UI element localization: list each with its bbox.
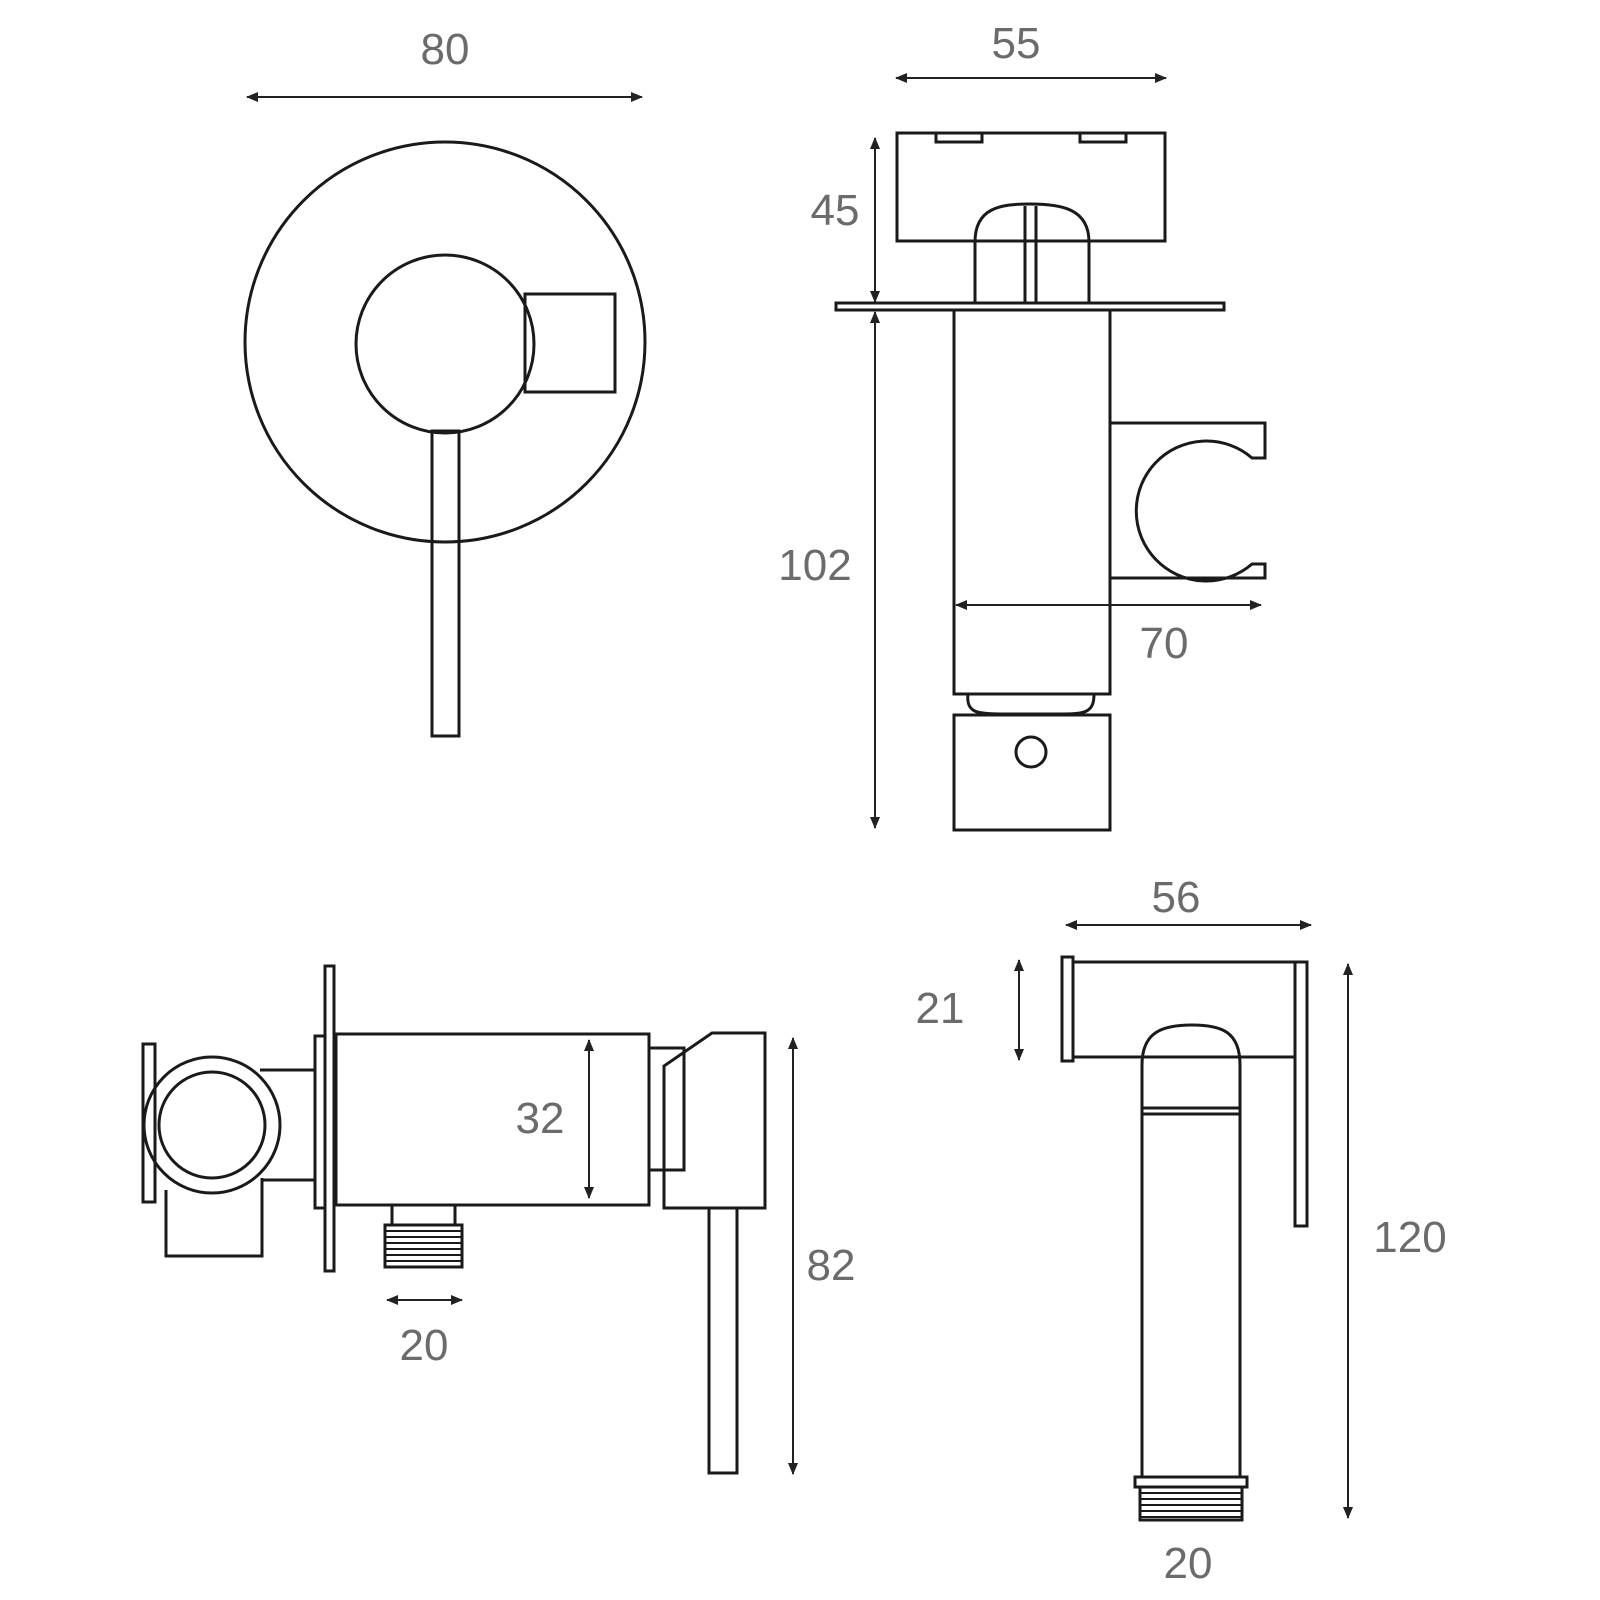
spray-head: [895, 131, 1167, 243]
body: [952, 308, 1112, 696]
front-view: 80: [243, 25, 647, 738]
handle-neck: [649, 1046, 686, 1172]
valve-view: 32 20 82: [141, 964, 856, 1475]
dim-valve-total: 82: [807, 1241, 856, 1290]
wall-plate: [243, 140, 647, 544]
holder-bracket: [1110, 421, 1267, 583]
spray-thread-lines: [1141, 1492, 1241, 1518]
spray-handle: [1140, 1112, 1242, 1479]
outlet-collar: [390, 1203, 457, 1227]
inlet-ring-inner: [157, 1070, 267, 1180]
spray-view: 56 21 20 120: [916, 873, 1447, 1588]
head-slot-right: [1078, 133, 1128, 144]
spray-neck: [1140, 1023, 1242, 1112]
dim-holder-reach: 70: [1140, 619, 1189, 668]
handle-hub: [354, 253, 536, 435]
valve-lever: [707, 1206, 739, 1475]
outlet-block: [952, 713, 1112, 832]
valve-handle: [662, 1031, 767, 1210]
dim-body-height: 102: [778, 541, 851, 590]
dim-front-width: 80: [421, 25, 470, 74]
dim-spray-head-height: 21: [916, 984, 965, 1033]
side-view: 55 45 102 70: [778, 19, 1267, 832]
dim-side-width: 55: [992, 19, 1041, 68]
lever: [430, 429, 461, 738]
outlet-thread-lines: [386, 1230, 461, 1262]
dim-spray-total: 120: [1373, 1213, 1446, 1262]
dim-spray-thread: 20: [1164, 1539, 1213, 1588]
spray-thread: [1138, 1485, 1244, 1522]
head-slot-left: [934, 133, 984, 144]
spray-head-body: [1071, 960, 1297, 1059]
body-cap: [966, 693, 1096, 716]
dim-head-height: 45: [811, 186, 860, 235]
inlet-foot: [164, 1178, 264, 1258]
outlet-thread: [383, 1223, 464, 1269]
outlet-hole: [1014, 735, 1048, 769]
spray-trigger: [1293, 960, 1309, 1228]
dim-valve-outlet: 20: [400, 1321, 449, 1370]
handle-block: [523, 292, 617, 394]
spray-nozzle-face: [1060, 955, 1075, 1063]
valve-mount-plate-b: [323, 964, 336, 1273]
dim-spray-head-width: 56: [1152, 873, 1201, 922]
inlet-ring-outer: [142, 1055, 282, 1195]
head-neck: [973, 202, 1091, 304]
dim-valve-body: 32: [516, 1094, 565, 1143]
valve-body: [334, 1032, 651, 1207]
